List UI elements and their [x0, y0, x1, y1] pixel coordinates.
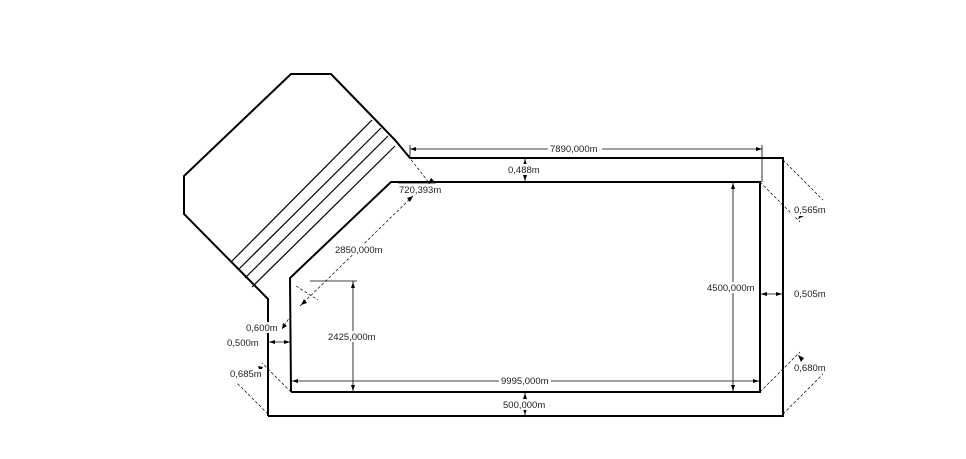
label-left-offset: 0,500m [227, 338, 259, 349]
dim-right-bottom-offset [759, 351, 830, 415]
dim-inner-height [706, 182, 758, 392]
dim-diag-segment [398, 147, 446, 195]
label-left-diag-offset: 0,600m [246, 323, 278, 334]
dim-left-offset [226, 337, 291, 348]
label-top-offset: 0,488m [508, 165, 540, 176]
dim-inner-width [291, 375, 760, 386]
dim-bottom-offset [501, 392, 549, 416]
label-diag-segment: 720,393m [399, 185, 441, 196]
dim-top-length [409, 143, 763, 182]
label-right-bottom-offset: 0,680m [794, 363, 826, 374]
dim-right-top-offset [759, 159, 830, 223]
label-inner-width: 9995,000m [501, 376, 549, 387]
dim-diag-length [295, 194, 415, 307]
inner-wall [288, 181, 761, 393]
label-inner-height: 4500,000m [707, 283, 755, 294]
dim-right-offset [760, 288, 830, 299]
label-right-offset: 0,505m [794, 289, 826, 300]
label-top-length: 7890,000m [550, 144, 598, 155]
label-right-top-offset: 0,565m [794, 205, 826, 216]
label-left-lower-height: 2425,000m [328, 332, 376, 343]
dim-left-diag-offset [245, 313, 293, 333]
label-bottom-offset: 500,000m [503, 400, 545, 411]
stair-lines [230, 119, 396, 288]
label-left-bottom-offset: 0,685m [230, 369, 262, 380]
dim-left-lower-height [310, 280, 380, 392]
dim-left-bottom-offset [228, 362, 292, 415]
label-diag-length: 2850,000m [335, 245, 383, 256]
dim-top-offset [506, 158, 544, 182]
outer-wall [183, 73, 784, 417]
